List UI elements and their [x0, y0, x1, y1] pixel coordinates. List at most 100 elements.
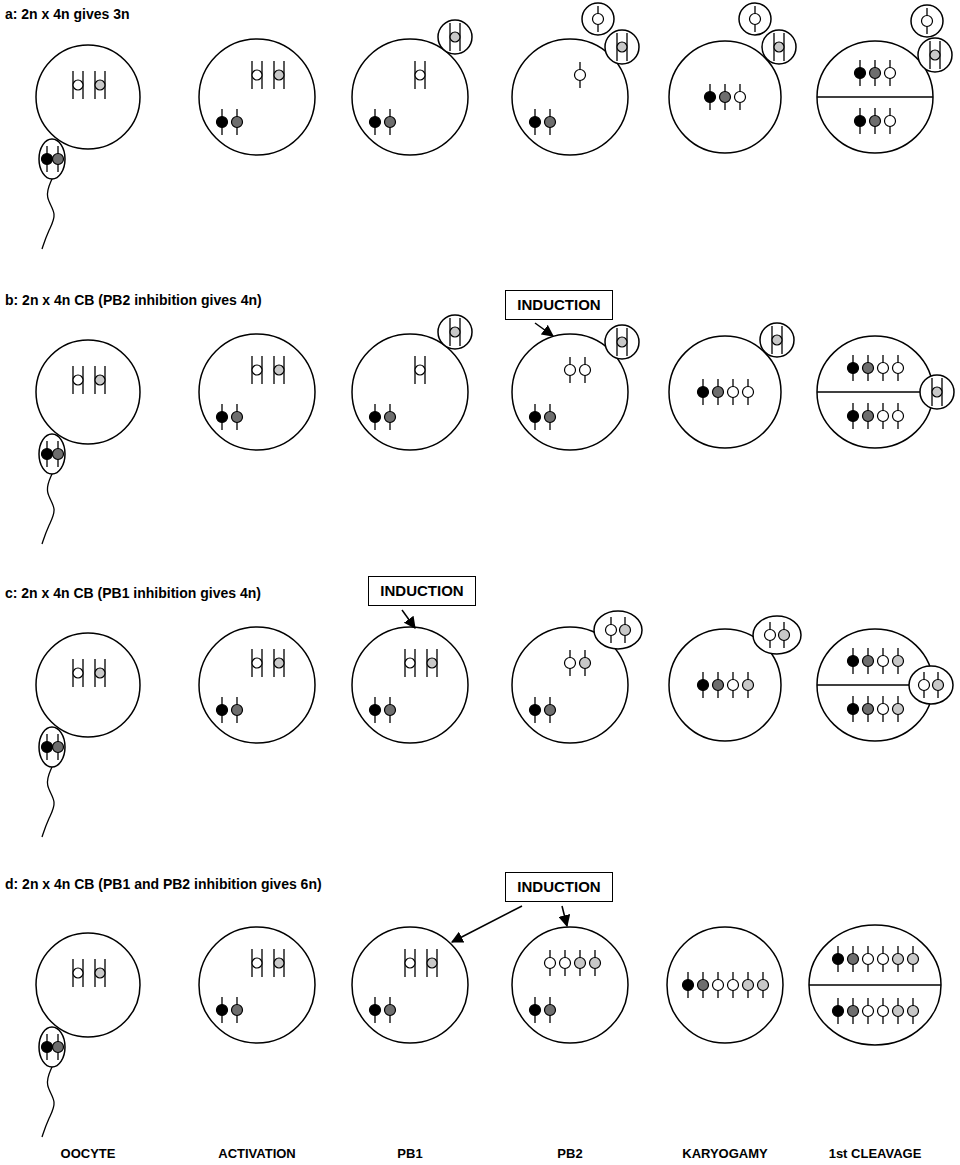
chromosome — [274, 61, 284, 89]
chromosome — [95, 959, 105, 987]
box-label: INDUCTION — [379, 582, 465, 600]
induction-arrow — [535, 323, 553, 336]
cell — [817, 5, 952, 153]
cell — [817, 336, 954, 448]
chromosome — [427, 649, 437, 677]
chromosome — [530, 109, 541, 135]
cell — [512, 611, 642, 743]
chromosome — [878, 696, 889, 722]
chromosome — [728, 972, 739, 998]
chromosome — [885, 60, 896, 86]
chromosome — [878, 355, 889, 381]
chromosome — [848, 946, 859, 972]
chromosome — [73, 659, 83, 687]
chromosome — [758, 972, 769, 998]
polar-body — [762, 30, 796, 64]
cell — [36, 633, 140, 837]
chromosome — [698, 672, 709, 698]
chromosome — [933, 672, 944, 698]
chromosome — [385, 997, 396, 1023]
cell-outline — [817, 41, 933, 153]
chromosome — [878, 998, 889, 1024]
chromosome — [720, 84, 731, 110]
cell — [669, 323, 794, 448]
polar-body — [605, 30, 639, 64]
chromosome — [217, 109, 228, 135]
chromosome — [565, 650, 576, 676]
chromosome — [713, 972, 724, 998]
chromosome — [728, 379, 739, 405]
chromosome — [370, 697, 381, 723]
chromosome — [878, 648, 889, 674]
chromosome — [833, 998, 844, 1024]
chromosome — [772, 326, 782, 354]
sperm — [39, 1027, 65, 1137]
chromosome — [252, 356, 262, 384]
cell-outline — [36, 633, 140, 737]
cell — [352, 20, 472, 155]
cell — [512, 325, 639, 450]
cell-outline — [352, 927, 468, 1043]
polar-body — [760, 323, 794, 357]
chromosome — [855, 108, 866, 134]
panel-title: d: 2n x 4n CB (PB1 and PB2 inhibition gi… — [5, 876, 322, 893]
cell — [36, 340, 140, 544]
chromosome — [750, 6, 761, 32]
chromosome — [580, 650, 591, 676]
sperm-head — [39, 139, 65, 179]
chromosome — [885, 108, 896, 134]
sperm-tail — [42, 179, 54, 249]
chromosome — [252, 949, 262, 977]
chromosome — [833, 946, 844, 972]
chromosome — [53, 146, 64, 172]
chromosome — [863, 998, 874, 1024]
chromosome — [73, 366, 83, 394]
cell-outline — [512, 927, 628, 1043]
chromosome — [617, 33, 627, 61]
polar-body — [582, 3, 614, 35]
induction-box: INDUCTION — [505, 290, 613, 320]
chromosome — [42, 1034, 53, 1060]
cell-outline — [36, 933, 140, 1037]
box-label: INDUCTION — [516, 878, 602, 896]
polar-body — [753, 616, 801, 654]
chromosome — [848, 403, 859, 429]
chromosome — [545, 950, 556, 976]
cell-outline — [352, 39, 468, 155]
cell — [199, 627, 315, 743]
chromosome — [590, 950, 601, 976]
cell-outline — [817, 336, 933, 448]
sperm-tail — [42, 767, 54, 837]
chromosome — [232, 109, 243, 135]
chromosome — [232, 997, 243, 1023]
chromosome — [95, 71, 105, 99]
chromosome — [405, 949, 415, 977]
chromosome — [73, 959, 83, 987]
chromosome — [698, 972, 709, 998]
chromosome — [545, 997, 556, 1023]
chromosome — [893, 696, 904, 722]
stage-label: KARYOGAMY — [682, 1146, 767, 1162]
chromosome — [863, 696, 874, 722]
stage-label: OOCYTE — [61, 1146, 116, 1162]
sperm-head — [39, 1027, 65, 1067]
cell — [669, 3, 796, 153]
chromosome — [848, 998, 859, 1024]
cell — [36, 933, 140, 1137]
chromosome — [893, 355, 904, 381]
chromosome — [765, 622, 776, 648]
cell — [352, 927, 468, 1043]
stage-label: PB1 — [397, 1146, 422, 1162]
chromosome — [908, 946, 919, 972]
chromosome — [217, 697, 228, 723]
chromosome — [427, 949, 437, 977]
cell — [352, 315, 472, 450]
chromosome — [922, 8, 933, 34]
box-label: INDUCTION — [516, 296, 602, 314]
cell — [199, 927, 315, 1043]
cell — [512, 927, 628, 1043]
polar-body — [438, 20, 472, 54]
chromosome — [370, 404, 381, 430]
cell — [36, 45, 140, 249]
